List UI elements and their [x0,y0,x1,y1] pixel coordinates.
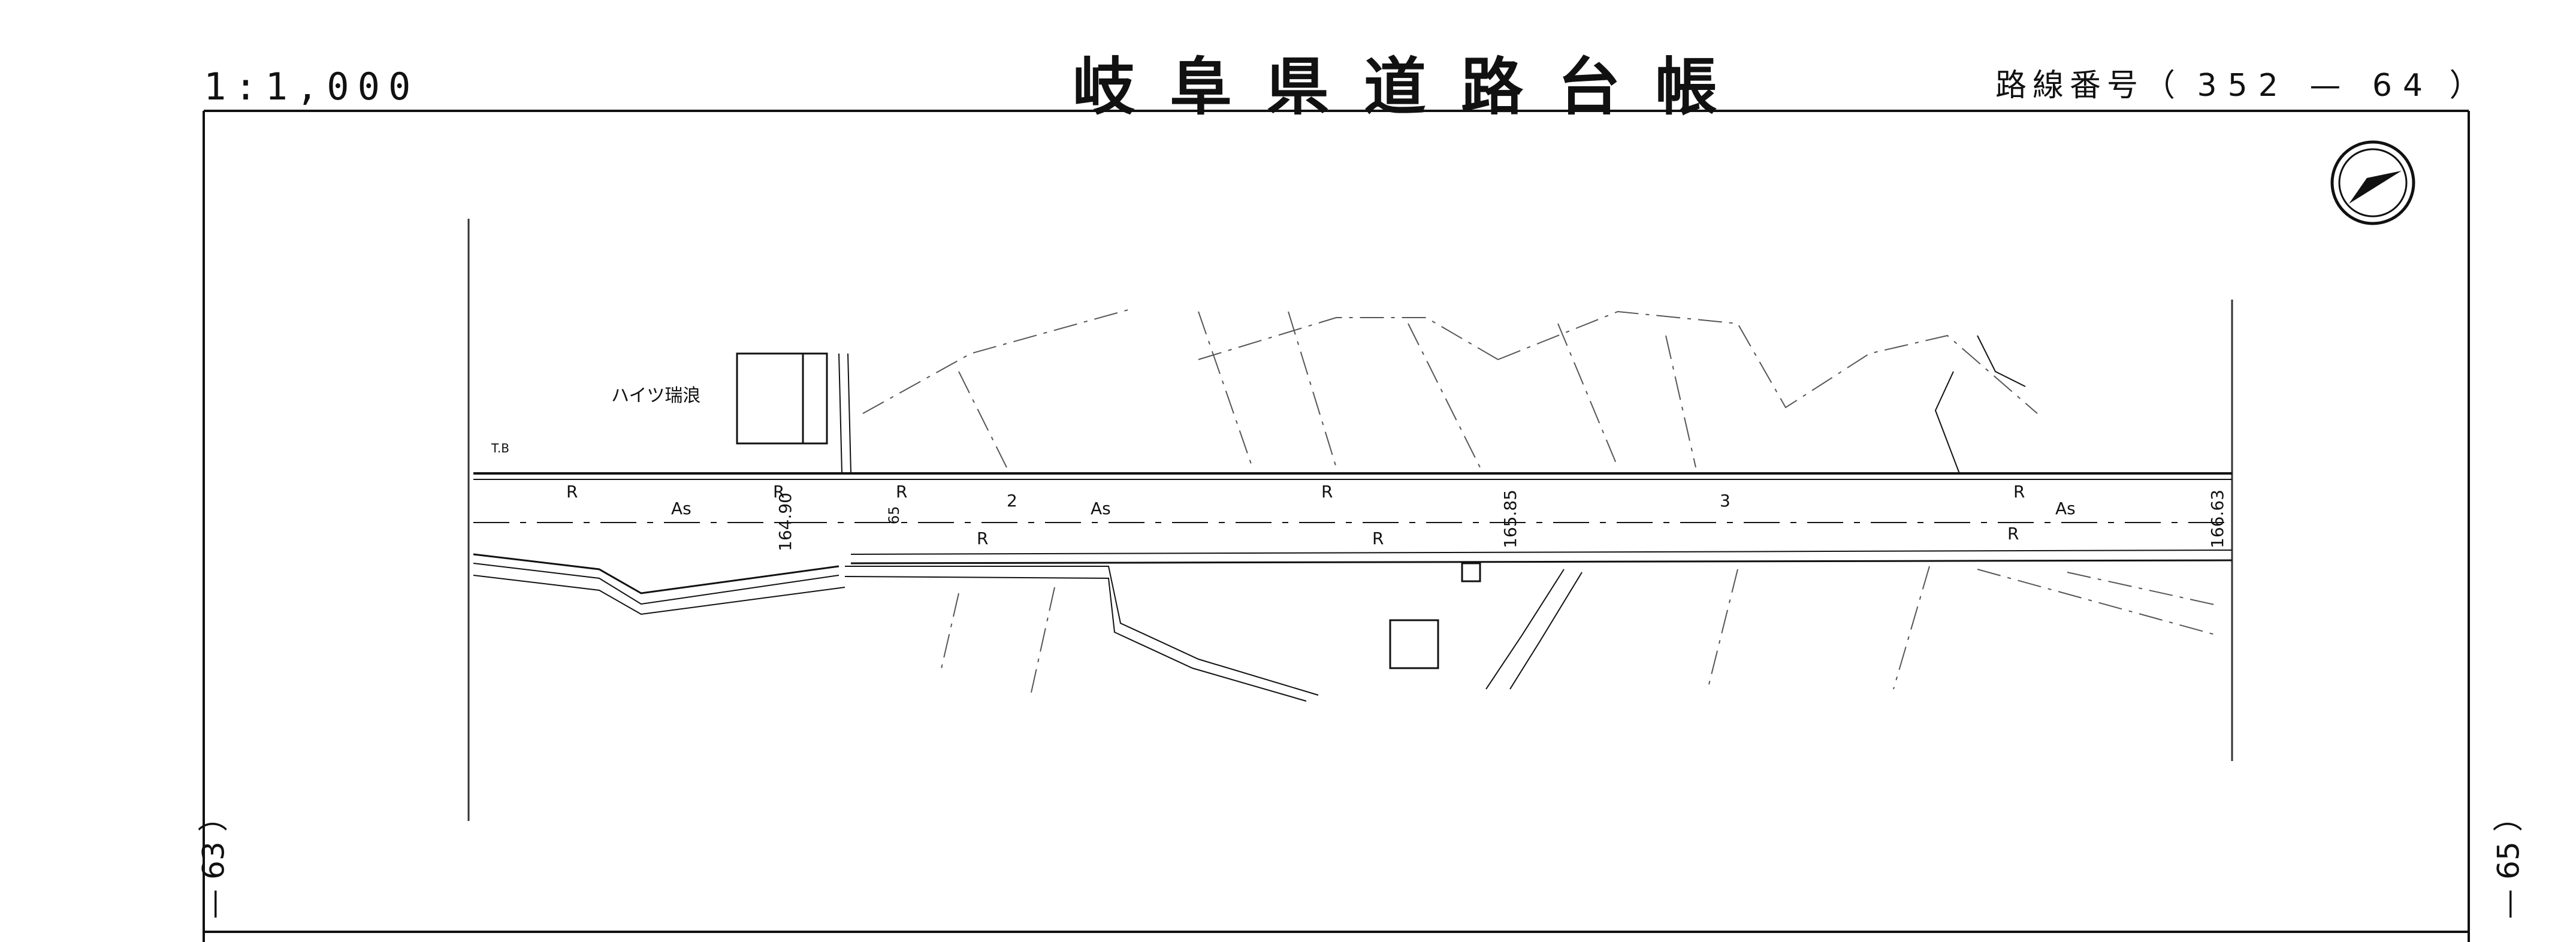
road-code-label: R [1321,482,1333,502]
pavement-label: As [2055,499,2076,518]
cliff-marks [838,335,2026,474]
road-code-label: R [566,482,578,502]
elevation-label: 165.85 [1500,490,1520,548]
road-code-label: R [2013,482,2025,502]
elevation-label: 164.90 [775,493,795,551]
parcel-boundaries [862,308,2218,696]
buildings [736,352,1481,669]
road-code-label: R [2007,524,2019,544]
elevation-label: 166.63 [2207,490,2227,548]
building-name: ハイツ瑞浪 [611,385,700,406]
pavement-label: As [671,499,691,518]
road-code-label: R [1372,529,1384,548]
station-label: 2 [1007,491,1017,511]
road-code-label: R [773,482,784,502]
scale-label: 1:1,000 [204,65,419,108]
route-suffix: ） [2449,68,2487,104]
road-code-label: R [896,482,907,502]
route-number-value: 352 — 64 [2197,68,2434,104]
benchmark-label: T.B [491,441,509,455]
north-arrow-icon [2330,140,2415,225]
station-mark: 65 [886,506,902,524]
sheet-frame [203,110,2470,942]
road-code-label: R [977,529,988,548]
road-lines [473,472,2233,702]
pavement-label: As [1091,499,1111,518]
route-prefix: 路線番号（ [1995,68,2182,104]
station-label: 3 [1720,491,1731,511]
route-number: 路線番号（ 352 — 64 ） [1995,60,2487,105]
drawing-boundary [467,219,2233,821]
